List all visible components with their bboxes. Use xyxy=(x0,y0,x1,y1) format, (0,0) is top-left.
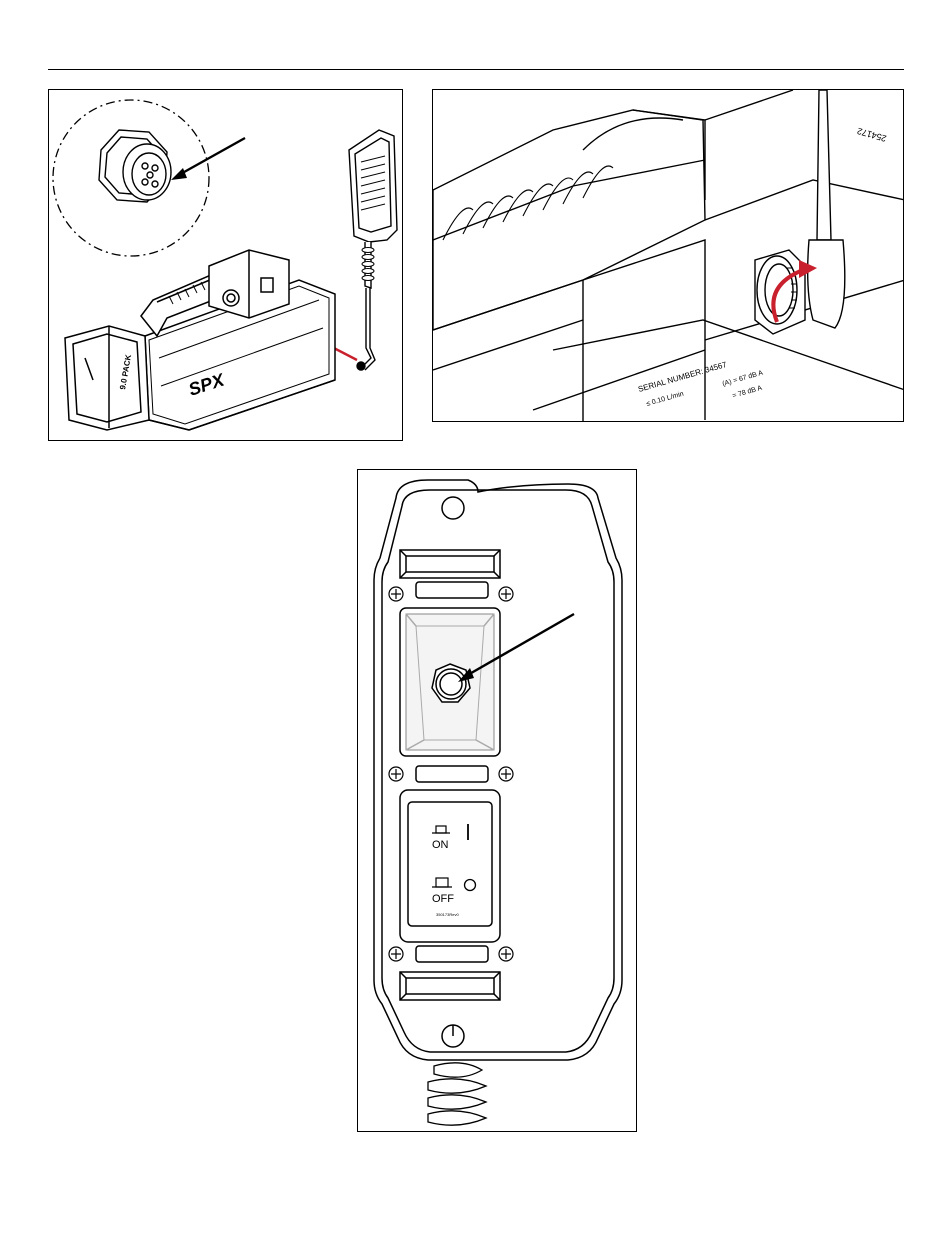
pump-illustration: SPX 9.0 PACK xyxy=(49,90,403,441)
antenna-illustration: SERIAL NUMBER: 34567 ≤ 0.10 L/min (A) = … xyxy=(433,90,904,422)
on-label: ON xyxy=(432,839,449,851)
label-slot-1 xyxy=(416,582,488,598)
remote-pendant-icon xyxy=(349,130,397,370)
pendant-illustration: ON OFF 350173Rev0 xyxy=(358,470,637,1132)
label-slot-3 xyxy=(416,946,488,962)
spec-line-1: ≤ 0.10 L/min xyxy=(646,391,685,408)
figure-remote-connection: SPX 9.0 PACK xyxy=(48,89,403,441)
header-rule xyxy=(48,69,904,70)
figure-antenna-installation: SERIAL NUMBER: 34567 ≤ 0.10 L/min (A) = … xyxy=(432,89,904,422)
serial-label: SERIAL NUMBER: 34567 xyxy=(637,360,728,394)
vent-bottom xyxy=(400,972,500,1000)
vent-top xyxy=(400,550,500,578)
detail-arrow xyxy=(177,138,245,176)
figure-remote-pendant: ON OFF 350173Rev0 xyxy=(357,469,637,1132)
part-code: 350173Rev0 xyxy=(436,912,459,917)
rocker-switch xyxy=(408,802,492,926)
label-slot-2 xyxy=(416,766,488,782)
mount-hole-top xyxy=(442,497,464,519)
part-number: 254172 xyxy=(856,126,888,144)
antenna-icon xyxy=(755,90,845,334)
connector-detail-icon xyxy=(99,130,171,202)
off-label: OFF xyxy=(432,893,454,905)
spec-line-3: = 78 dB A xyxy=(732,385,764,400)
pump-body-icon xyxy=(65,250,335,430)
coil-cord-icon xyxy=(428,1063,486,1125)
